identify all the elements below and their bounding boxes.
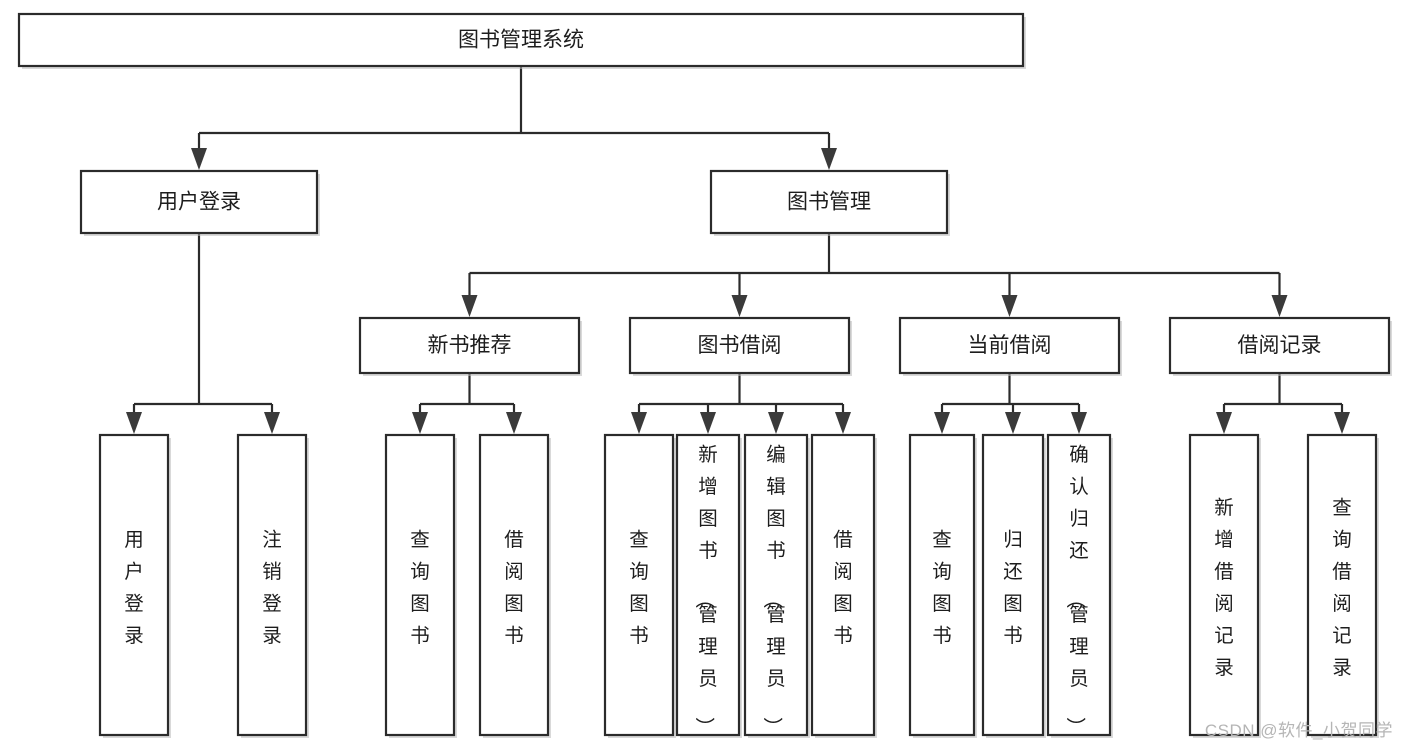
node-leaf-query-book-1[interactable]: 查询图书 (384, 433, 457, 738)
node-label: 借阅图书 (504, 529, 524, 647)
arrow-head-icon (1005, 412, 1021, 434)
arrow-head-icon (126, 412, 142, 434)
node-label: 新增图书（管理员） (693, 444, 718, 737)
connector-group-new-book-rec (412, 373, 522, 434)
arrow-head-icon (506, 412, 522, 434)
arrow-head-icon (1271, 295, 1288, 317)
node-label: 新增借阅记录 (1214, 497, 1234, 679)
node-current-borrow[interactable]: 当前借阅 (898, 316, 1122, 376)
node-rect[interactable] (743, 433, 809, 737)
node-label: 编辑图书（管理员） (761, 444, 786, 737)
node-rect[interactable] (79, 169, 319, 235)
node-label: 借阅图书 (833, 529, 853, 647)
connector-group-borrow-record (1216, 373, 1350, 434)
node-borrow-record[interactable]: 借阅记录 (1168, 316, 1392, 376)
node-rect[interactable] (1168, 316, 1391, 375)
arrow-head-icon (934, 412, 950, 434)
arrow-head-icon (631, 412, 647, 434)
node-rect[interactable] (810, 433, 876, 737)
node-label: 查询图书 (932, 529, 952, 647)
node-leaf-query-book-2[interactable]: 查询图书 (603, 433, 676, 738)
node-book-borrow[interactable]: 图书借阅 (628, 316, 852, 376)
node-leaf-add-book[interactable]: 新增图书（管理员） (675, 433, 742, 738)
connector-group-current-borrow (934, 373, 1087, 434)
node-rect[interactable] (898, 316, 1121, 375)
node-rect[interactable] (709, 169, 949, 235)
node-user-login[interactable]: 用户登录 (79, 169, 320, 236)
node-leaf-query-record[interactable]: 查询借阅记录 (1306, 433, 1379, 738)
node-rect[interactable] (603, 433, 675, 737)
arrow-head-icon (1071, 412, 1087, 434)
node-rect[interactable] (1046, 433, 1112, 737)
arrow-head-icon (1334, 412, 1350, 434)
node-label: 借阅记录 (1238, 334, 1322, 357)
node-label: 注销登录 (262, 529, 282, 647)
arrow-head-icon (821, 148, 837, 170)
node-label: 用户登录 (124, 529, 144, 647)
connector-group-book-borrow (631, 373, 851, 434)
node-rect[interactable] (384, 433, 456, 737)
node-label: 新书推荐 (428, 334, 512, 357)
node-label: 查询借阅记录 (1332, 497, 1352, 679)
node-rect[interactable] (478, 433, 550, 737)
node-leaf-user-login[interactable]: 用户登录 (98, 433, 171, 738)
node-leaf-borrow-book-2[interactable]: 借阅图书 (810, 433, 877, 738)
node-layer: 图书管理系统用户登录图书管理新书推荐图书借阅当前借阅借阅记录用户登录注销登录查询… (17, 12, 1392, 738)
connector-group-root (191, 66, 837, 170)
node-label: 图书借阅 (698, 334, 782, 357)
node-rect[interactable] (1188, 433, 1260, 737)
node-label: 图书管理系统 (458, 29, 584, 52)
node-root[interactable]: 图书管理系统 (17, 12, 1026, 69)
node-leaf-add-record[interactable]: 新增借阅记录 (1188, 433, 1261, 738)
connector-layer (126, 66, 1350, 434)
arrow-head-icon (768, 412, 784, 434)
node-rect[interactable] (17, 12, 1025, 68)
node-rect[interactable] (236, 433, 308, 737)
node-rect[interactable] (98, 433, 170, 737)
node-label: 查询图书 (410, 529, 430, 647)
connector-group-user-login (126, 233, 280, 434)
arrow-head-icon (700, 412, 716, 434)
node-leaf-borrow-book-1[interactable]: 借阅图书 (478, 433, 551, 738)
node-label: 图书管理 (787, 191, 871, 214)
node-leaf-return-book[interactable]: 归还图书 (981, 433, 1046, 738)
node-leaf-query-book-3[interactable]: 查询图书 (908, 433, 977, 738)
node-label: 归还图书 (1003, 529, 1023, 647)
node-leaf-user-logout[interactable]: 注销登录 (236, 433, 309, 738)
arrow-head-icon (835, 412, 851, 434)
node-rect[interactable] (358, 316, 581, 375)
node-leaf-edit-book[interactable]: 编辑图书（管理员） (743, 433, 810, 738)
arrow-head-icon (731, 295, 748, 317)
connector-group-book-manage (461, 233, 1288, 317)
arrow-head-icon (412, 412, 428, 434)
arrow-head-icon (461, 295, 478, 317)
node-rect[interactable] (675, 433, 741, 737)
node-label: 查询图书 (629, 529, 649, 647)
node-rect[interactable] (981, 433, 1045, 737)
node-book-manage[interactable]: 图书管理 (709, 169, 950, 236)
node-label: 用户登录 (157, 191, 241, 214)
node-rect[interactable] (908, 433, 976, 737)
node-label: 当前借阅 (968, 334, 1052, 357)
arrow-head-icon (191, 148, 207, 170)
arrow-head-icon (1216, 412, 1232, 434)
arrow-head-icon (1001, 295, 1018, 317)
node-label: 确认归还（管理员） (1064, 444, 1089, 737)
node-rect[interactable] (1306, 433, 1378, 737)
node-new-book-rec[interactable]: 新书推荐 (358, 316, 582, 376)
node-leaf-confirm-return[interactable]: 确认归还（管理员） (1046, 433, 1113, 738)
node-rect[interactable] (628, 316, 851, 375)
arrow-head-icon (264, 412, 280, 434)
